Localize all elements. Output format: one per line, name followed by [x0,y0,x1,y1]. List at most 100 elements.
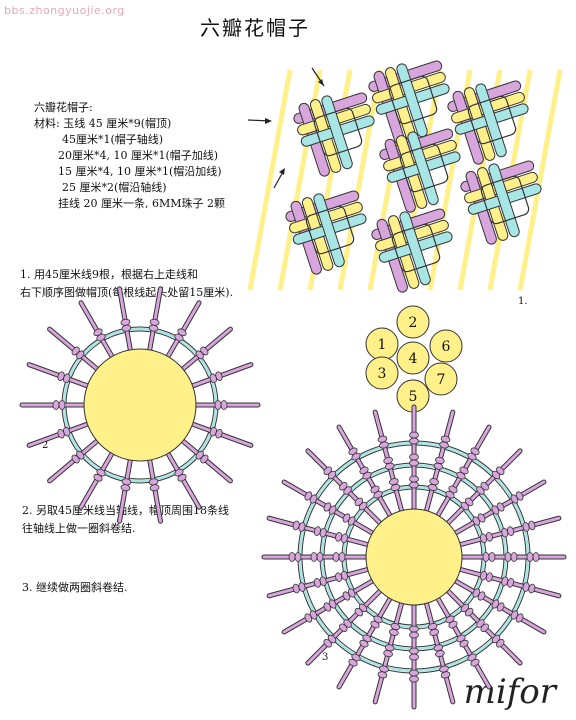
fig3-label: 3 [322,652,329,663]
knot [409,453,419,461]
knot [477,591,486,601]
knot [488,552,496,562]
knot [409,459,419,467]
knot [288,552,296,562]
knot [526,552,534,562]
knot [496,502,505,512]
knot [480,482,489,491]
knot [459,639,469,648]
knot [464,497,474,507]
knot [177,328,187,337]
knot [383,650,393,658]
knot [435,650,445,658]
strand [517,69,563,291]
knot [339,623,348,632]
knot [504,552,512,562]
knot [310,552,318,562]
knot [429,628,440,636]
knot [354,497,364,507]
knot [359,639,369,648]
knot [304,613,313,623]
knot [339,482,348,491]
knot [177,473,187,482]
knot [149,318,160,326]
knot-core [388,75,438,125]
knot [335,531,343,542]
knot-core [313,107,363,157]
knot [507,578,515,588]
fig1-label: 1. [518,296,528,307]
petal-circle [424,362,458,396]
petal-number: 2 [409,315,418,331]
knot [379,128,461,213]
knot [507,526,515,536]
knot [532,552,540,562]
knot [464,607,474,617]
knot [448,620,458,629]
knot [359,466,369,475]
knot [215,428,223,439]
knot [409,669,419,677]
knot [485,572,493,583]
knot [470,658,480,667]
materials-line: 15 厘米*4, 10 厘米*1(帽沿加线) [58,165,222,178]
knot [496,639,505,648]
knot [120,318,131,326]
knot [323,502,332,512]
knot [480,623,489,632]
knot [200,454,209,464]
knot [435,456,445,464]
petal-number: 3 [378,366,387,382]
knot [93,473,103,482]
knot [342,591,351,601]
petal-circle [396,341,430,375]
knot [409,437,419,445]
knot [485,531,493,542]
knot [368,60,450,145]
knot [323,639,332,648]
knot [120,484,131,492]
materials-line: 45厘米*1(帽子轴线) [62,133,164,146]
knot [515,613,524,623]
knot [460,160,542,245]
knot-core [467,95,517,145]
petal-number: 6 [442,339,451,355]
petal-circle [429,329,463,363]
watermark-text: bbs.zhongyuojie.org [4,4,125,17]
knot [93,328,103,337]
materials-line: 20厘米*4, 10 厘米*1(帽子加线) [58,149,219,162]
knot [57,428,65,439]
knot [429,478,440,486]
knot [388,478,399,486]
knot [409,647,419,655]
materials-heading: 六瓣花帽子: [34,101,93,114]
petal-number: 1 [378,337,387,353]
hat-top-center [365,508,463,606]
petal-circle [365,356,399,390]
knot [52,400,60,410]
knot [370,620,380,629]
knot [220,400,228,410]
knot [409,631,419,639]
fig3-diagram [261,404,567,710]
knot [338,552,346,562]
petal-number: 5 [409,389,418,405]
petal-number: 7 [437,372,446,388]
knot-core [391,223,441,273]
knot [528,583,536,594]
knot [342,513,351,523]
step1-line1: 1. 用45厘米线9根，根据右上走线和 [20,268,198,281]
knot [440,671,451,679]
knot [71,454,80,464]
knot [57,371,65,382]
knot [477,513,486,523]
knot [71,346,80,356]
knot [348,447,358,456]
step2-line1: 2. 另取45厘米线当轴线，帽顶周围18条线 [22,504,229,517]
knot [409,675,419,683]
knot [323,466,332,475]
fig2-label: 2 [42,440,49,451]
fig2-diagram [19,286,261,524]
arrow-icon [247,118,272,124]
